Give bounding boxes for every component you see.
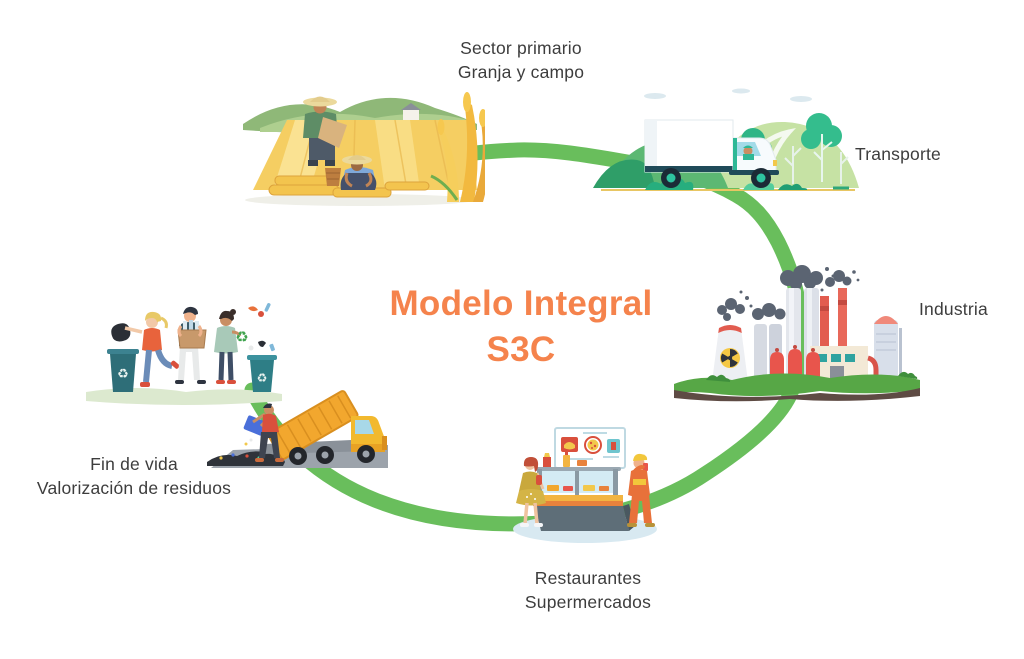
recycle-icon: ♻ [257,371,268,385]
trash-bag [111,323,131,342]
standing-farmer [303,96,347,166]
storage-silo [866,316,902,383]
driver [743,146,753,156]
hay-bundles [268,175,430,198]
customer-woman [516,457,546,527]
label-transporte: Transporte [855,142,941,166]
label-fin-de-vida: Fin de vida Valorización de residuos [0,452,268,500]
ground [674,371,920,402]
label-restaurantes: Restaurantes Supermercados [438,566,738,614]
dump-truck-illustration [207,390,388,468]
tipper-truck [263,390,387,465]
worker-emptying-bin [243,403,284,462]
recycling-illustration: ♻ [86,303,282,405]
label-line: Granja y campo [457,62,585,83]
worker-man [627,453,655,527]
woman-with-recycle-symbol: ♻ [214,303,271,384]
menu-board [554,427,626,469]
farm-harvest-illustration [243,92,485,206]
farm-house [401,103,421,120]
label-sector-primario: Sector primario Granja y campo [371,36,671,84]
trash-pile [207,451,285,466]
box-truck [644,119,779,188]
right-recycle-bin: ♻ [247,340,277,392]
title-line-2: S3C [486,329,556,369]
nuclear-cooling-tower [712,325,748,382]
label-line: Restaurantes [534,568,642,588]
man-with-box [175,306,207,384]
label-line: Sector primario [460,38,582,58]
smoke [717,265,860,321]
recycle-icon: ♻ [117,366,129,381]
label-industria: Industria [919,297,988,321]
clouds [644,88,812,102]
left-recycle-bin: ♻ [107,349,139,392]
label-line: Fin de vida [90,454,178,474]
label-line: Supermercados [524,592,652,613]
factory-illustration [674,265,920,402]
woman-tossing-bag [124,311,180,387]
ground [86,388,282,405]
food-counter-illustration [513,427,657,543]
delivery-truck-illustration [593,88,859,191]
title-line-1: Modelo Integral [389,284,653,323]
label-line: Transporte [855,144,941,164]
recycle-arrows-icon: ♻ [235,329,248,346]
label-line: Valorización de residuos [36,478,232,499]
squatting-farmer [340,155,377,190]
label-line: Industria [919,299,988,319]
wheat-sheaf [430,92,485,202]
basket [325,168,341,186]
diagram-title: Modelo Integral S3C [346,281,696,372]
